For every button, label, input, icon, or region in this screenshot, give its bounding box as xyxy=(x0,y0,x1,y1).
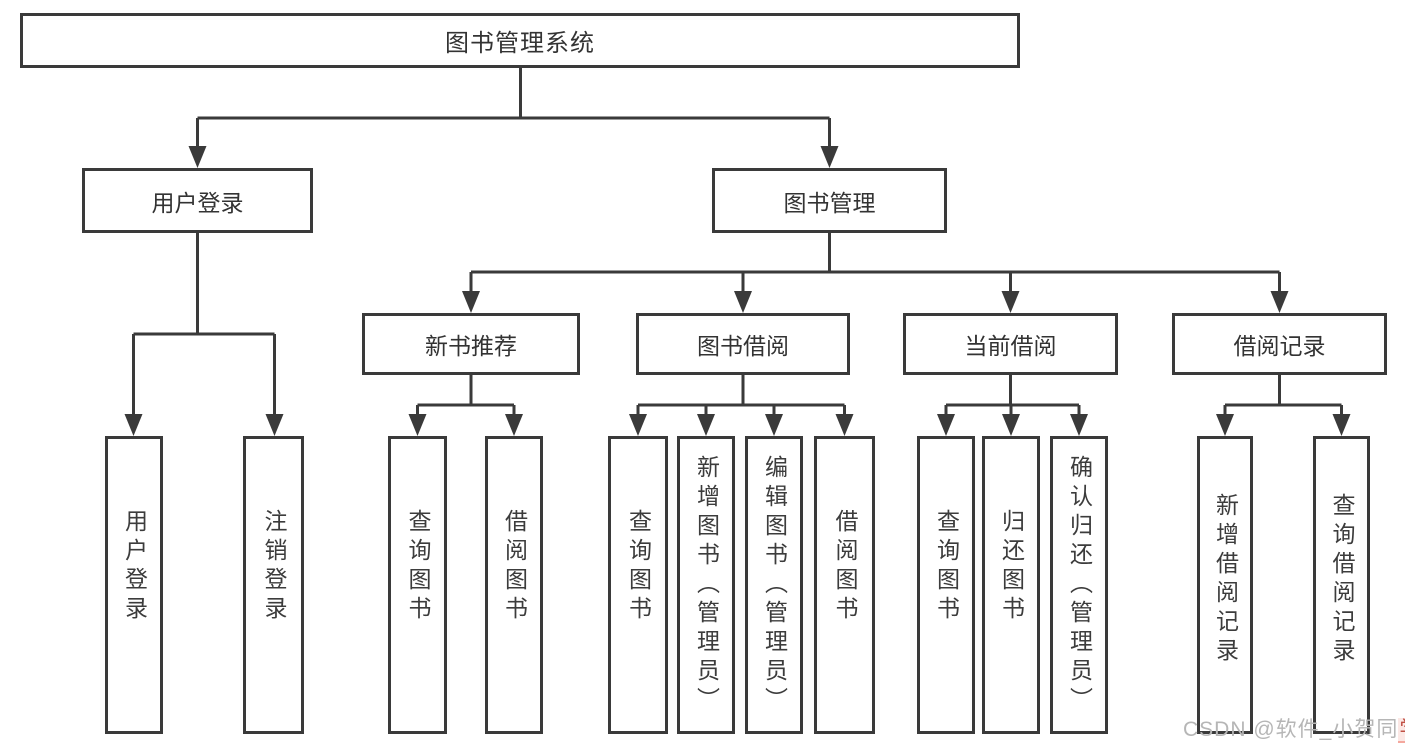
node-borrowing-records-label: 借阅记录 xyxy=(1233,333,1326,359)
leaf-borrow-books-recommend: 借阅图书 xyxy=(485,436,543,734)
arrowhead xyxy=(937,414,955,436)
connector-book-management-children xyxy=(462,233,1289,313)
leaf-add-borrow-record: 新增借阅记录 xyxy=(1197,436,1253,734)
arrowhead xyxy=(1002,414,1020,436)
connector-book-borrowing-children xyxy=(629,375,854,436)
node-current-borrowing: 当前借阅 xyxy=(903,313,1118,375)
leaf-user-login: 用户登录 xyxy=(105,436,163,734)
leaf-query-books-current-label: 查询图书 xyxy=(933,509,960,625)
leaf-logout: 注销登录 xyxy=(243,436,304,734)
leaf-query-borrow-record-label: 查询借阅记录 xyxy=(1329,493,1355,667)
node-borrowing-records: 借阅记录 xyxy=(1172,313,1387,375)
arrowhead xyxy=(697,414,715,436)
node-user-login-label: 用户登录 xyxy=(151,189,244,216)
arrowhead xyxy=(1216,414,1234,436)
arrowhead xyxy=(505,414,523,436)
node-book-borrowing-label: 图书借阅 xyxy=(697,333,789,359)
node-new-book-recommend: 新书推荐 xyxy=(362,313,580,375)
arrowhead xyxy=(265,414,284,436)
arrowhead xyxy=(1001,291,1020,313)
arrowhead xyxy=(835,414,854,436)
node-current-borrowing-label: 当前借阅 xyxy=(964,333,1057,359)
leaf-logout-label: 注销登录 xyxy=(261,509,287,625)
leaf-query-borrow-record: 查询借阅记录 xyxy=(1313,436,1370,734)
node-book-management-label: 图书管理 xyxy=(783,189,876,216)
csdn-watermark-text: CSDN @软件_小贺同 xyxy=(1183,718,1399,741)
leaf-query-books-recommend-label: 查询图书 xyxy=(405,509,431,625)
leaf-confirm-return-admin-label: 确认归还（管理员） xyxy=(1066,454,1093,716)
arrowhead xyxy=(462,291,480,313)
leaf-user-login-label: 用户登录 xyxy=(121,509,148,625)
root-node: 图书管理系统 xyxy=(20,13,1020,68)
leaf-borrow-books: 借阅图书 xyxy=(814,436,875,734)
node-new-book-recommend-label: 新书推荐 xyxy=(425,333,517,359)
arrowhead xyxy=(629,414,647,436)
leaf-query-books-recommend: 查询图书 xyxy=(388,436,447,734)
leaf-borrow-books-recommend-label: 借阅图书 xyxy=(501,509,528,625)
arrowhead xyxy=(188,146,207,168)
leaf-add-books-admin-label: 新增图书（管理员） xyxy=(693,454,720,716)
node-book-management: 图书管理 xyxy=(712,168,947,233)
leaf-add-books-admin: 新增图书（管理员） xyxy=(677,436,735,734)
connector-new-book-rec-children xyxy=(408,375,523,436)
leaf-confirm-return-admin: 确认归还（管理员） xyxy=(1050,436,1108,734)
leaf-edit-books-admin: 编辑图书（管理员） xyxy=(745,436,803,734)
arrowhead xyxy=(765,414,783,436)
connector-root-to-level2 xyxy=(188,68,839,168)
arrowhead xyxy=(124,414,143,436)
leaf-edit-books-admin-label: 编辑图书（管理员） xyxy=(761,454,788,716)
arrowhead xyxy=(820,146,839,168)
arrowhead xyxy=(1332,414,1351,436)
connector-borrowing-records-children xyxy=(1216,375,1351,436)
leaf-query-books-borrowing-label: 查询图书 xyxy=(625,509,652,625)
csdn-watermark-accent: 学 xyxy=(1398,718,1405,743)
leaf-query-books-current: 查询图书 xyxy=(917,436,975,734)
connector-user-login-children xyxy=(124,233,284,436)
node-user-login: 用户登录 xyxy=(82,168,313,233)
arrowhead xyxy=(1070,414,1088,436)
connector-current-borrowing-children xyxy=(937,375,1088,436)
leaf-return-books: 归还图书 xyxy=(982,436,1040,734)
leaf-query-books-borrowing: 查询图书 xyxy=(608,436,668,734)
csdn-watermark: CSDN @软件_小贺同学 xyxy=(1183,713,1405,743)
leaf-borrow-books-label: 借阅图书 xyxy=(832,509,858,625)
arrowhead xyxy=(734,291,752,313)
arrowhead xyxy=(1270,291,1289,313)
arrowhead xyxy=(408,414,427,436)
leaf-add-borrow-record-label: 新增借阅记录 xyxy=(1212,493,1239,667)
leaf-return-books-label: 归还图书 xyxy=(998,509,1025,625)
node-book-borrowing: 图书借阅 xyxy=(636,313,850,375)
root-node-label: 图书管理系统 xyxy=(445,30,595,57)
